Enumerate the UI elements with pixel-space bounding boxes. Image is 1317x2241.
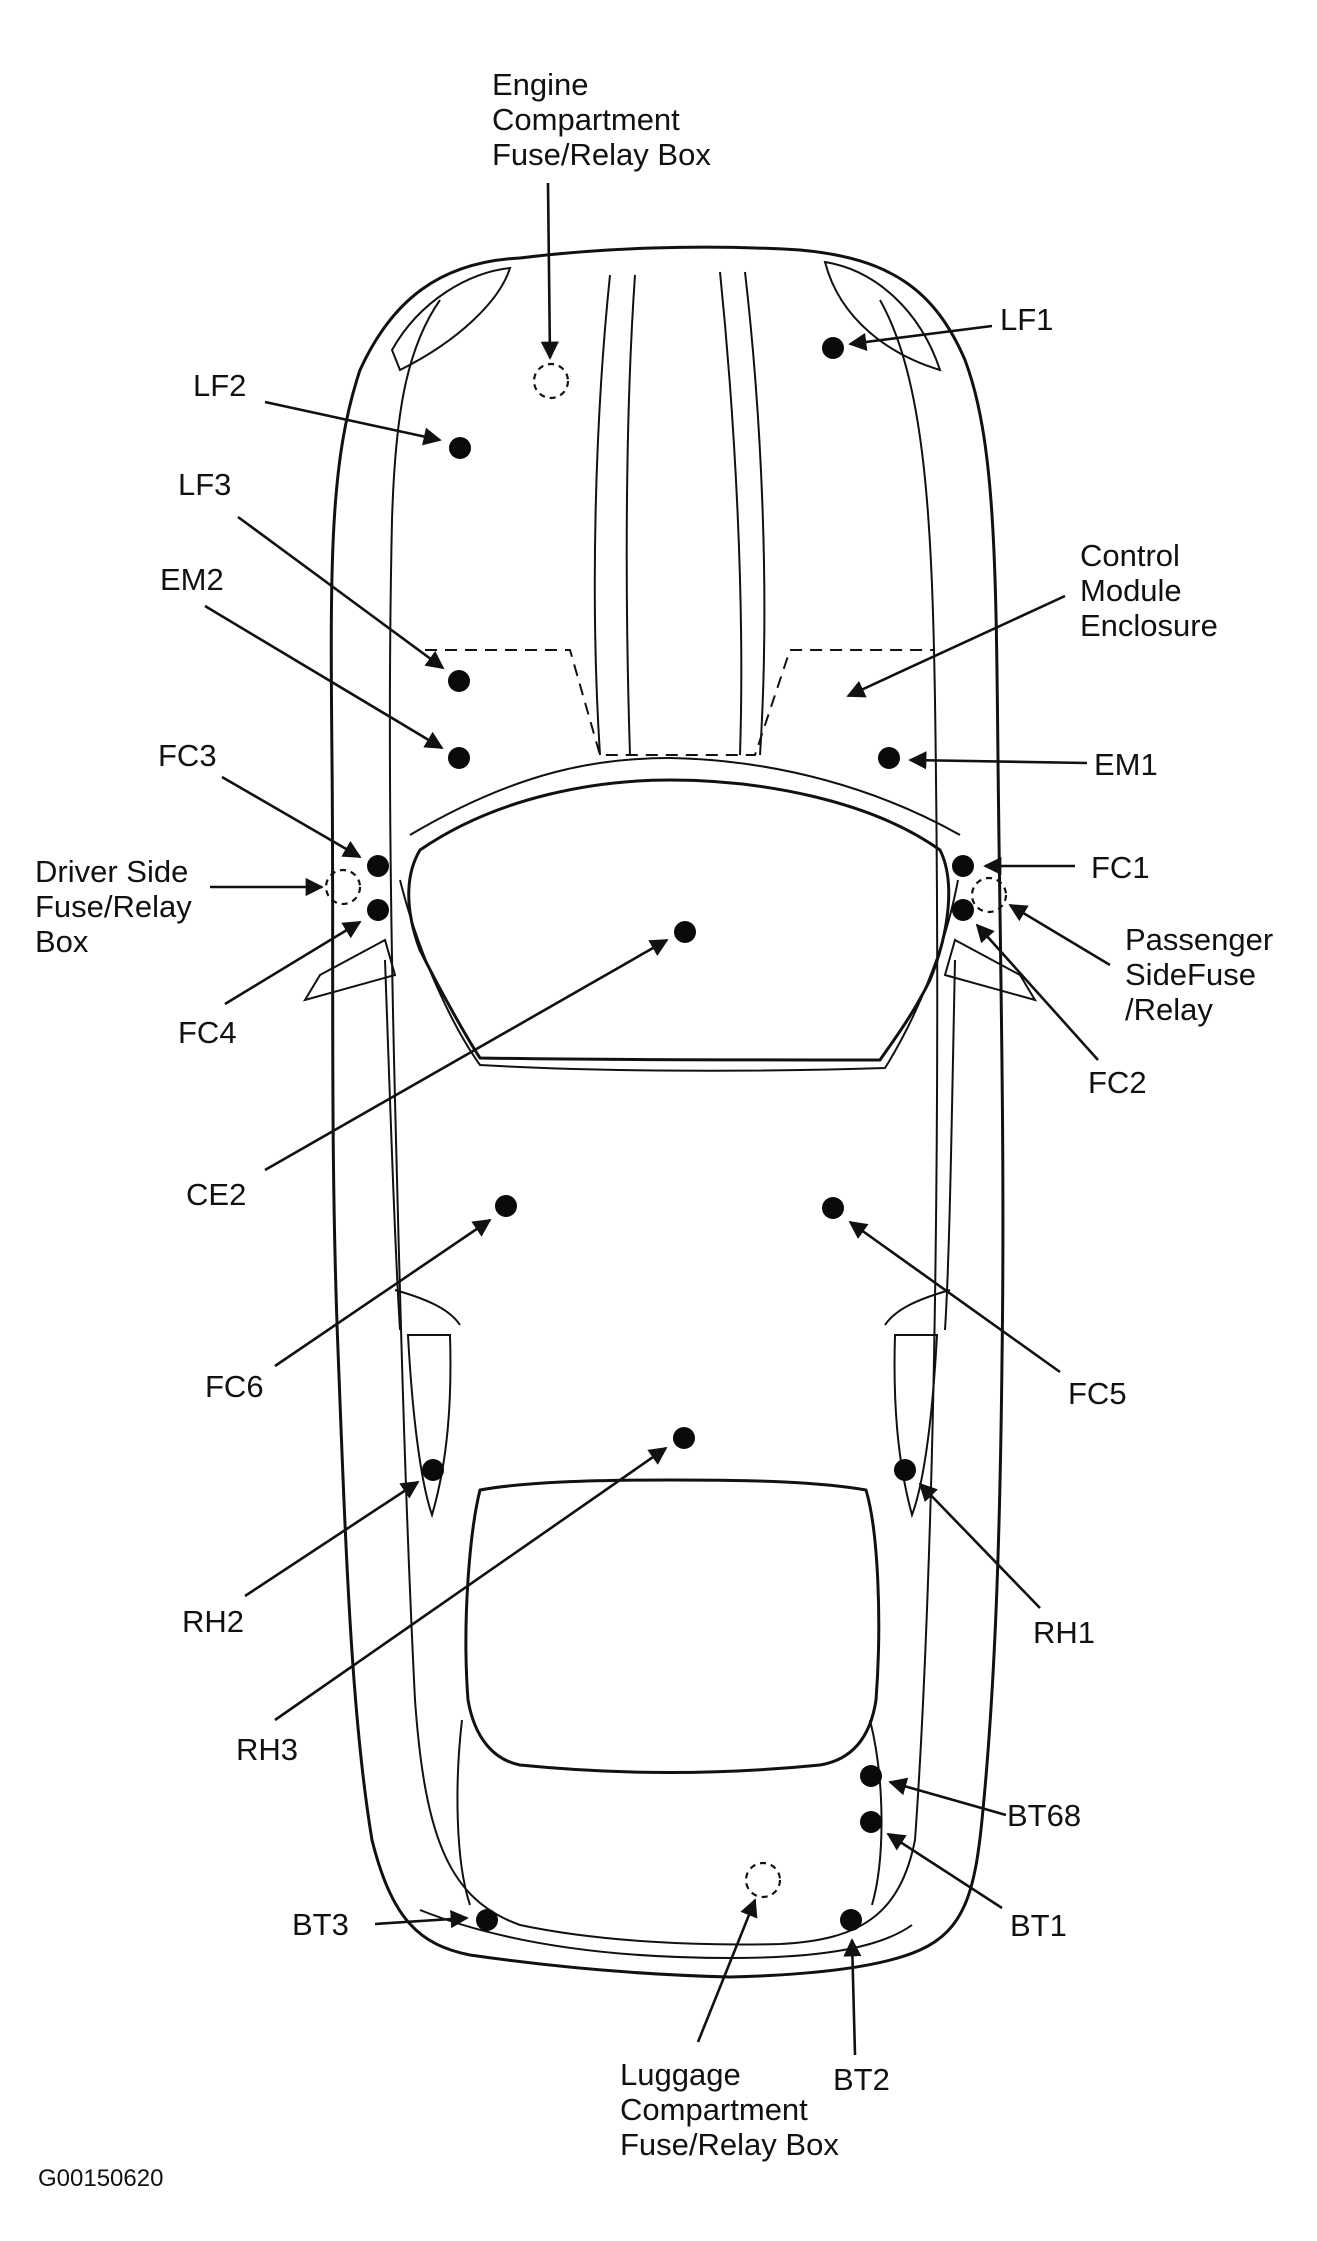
arrow-ce2 bbox=[264, 938, 669, 1172]
label-control-module: Control Module Enclosure bbox=[1080, 538, 1218, 643]
connector-dot-rh2 bbox=[422, 1459, 444, 1481]
passenger-fuse-box-marker bbox=[970, 876, 1008, 914]
arrow-rh2 bbox=[244, 1480, 420, 1598]
engine-fuse-box-marker bbox=[532, 362, 570, 400]
connector-dot-lf1 bbox=[822, 337, 844, 359]
arrow-control-module bbox=[846, 594, 1066, 698]
connector-dot-em1 bbox=[878, 747, 900, 769]
label-bt68: BT68 bbox=[1007, 1798, 1081, 1833]
label-rh3: RH3 bbox=[236, 1732, 298, 1767]
label-driver-fuse-box: Driver Side Fuse/Relay Box bbox=[35, 854, 200, 959]
arrow-lf3 bbox=[237, 515, 445, 670]
label-fc5: FC5 bbox=[1068, 1376, 1127, 1411]
label-fc3: FC3 bbox=[158, 738, 217, 773]
label-rh1: RH1 bbox=[1033, 1615, 1095, 1650]
label-passenger-fuse-box: Passenger SideFuse /Relay bbox=[1125, 922, 1282, 1027]
arrow-bt1 bbox=[886, 1832, 1003, 1910]
label-rh2: RH2 bbox=[182, 1604, 244, 1639]
arrow-bt68 bbox=[888, 1777, 1007, 1817]
arrow-fc5 bbox=[848, 1220, 1061, 1374]
connector-dot-fc1 bbox=[952, 855, 974, 877]
label-bt1: BT1 bbox=[1010, 1908, 1067, 1943]
label-ce2: CE2 bbox=[186, 1177, 246, 1212]
arrow-lf2 bbox=[264, 400, 442, 446]
label-em1: EM1 bbox=[1094, 747, 1158, 782]
connector-dot-rh3 bbox=[673, 1427, 695, 1449]
driver-fuse-box-marker bbox=[324, 868, 362, 906]
connector-dot-fc6 bbox=[495, 1195, 517, 1217]
arrow-luggage-fuse-box bbox=[696, 1898, 758, 2043]
connector-dot-bt2 bbox=[840, 1909, 862, 1931]
connector-dots bbox=[367, 337, 974, 1931]
connector-dot-fc2 bbox=[952, 899, 974, 921]
label-engine-fuse-box: Engine Compartment Fuse/Relay Box bbox=[492, 67, 711, 172]
labels: Engine Compartment Fuse/Relay Box LF1 LF… bbox=[35, 67, 1282, 2192]
label-bt2: BT2 bbox=[833, 2062, 890, 2097]
label-fc1: FC1 bbox=[1091, 850, 1150, 885]
arrow-em2 bbox=[204, 604, 444, 750]
connector-dot-fc3 bbox=[367, 855, 389, 877]
connector-dot-ce2 bbox=[674, 921, 696, 943]
arrow-em1 bbox=[908, 751, 1088, 770]
label-lf2: LF2 bbox=[193, 368, 246, 403]
arrow-bt3 bbox=[374, 1909, 469, 1929]
label-fc4: FC4 bbox=[178, 1015, 237, 1050]
car-outline bbox=[302, 245, 1038, 1979]
luggage-fuse-box-marker bbox=[744, 1861, 782, 1899]
connector-dot-lf3 bbox=[448, 670, 470, 692]
connector-dot-bt68 bbox=[860, 1765, 882, 1787]
connector-dot-fc4 bbox=[367, 899, 389, 921]
arrow-fc6 bbox=[274, 1218, 492, 1368]
label-fc6: FC6 bbox=[205, 1369, 264, 1404]
arrow-passenger-fuse-box bbox=[1008, 903, 1111, 967]
arrow-rh3 bbox=[274, 1446, 668, 1722]
arrow-engine-fuse-box bbox=[540, 182, 559, 360]
arrow-fc4 bbox=[224, 920, 362, 1006]
label-em2: EM2 bbox=[160, 562, 224, 597]
arrow-bt2 bbox=[843, 1938, 862, 2056]
connector-dot-fc5 bbox=[822, 1197, 844, 1219]
connector-dot-lf2 bbox=[449, 437, 471, 459]
fuse-box-markers bbox=[324, 362, 1008, 1899]
label-lf3: LF3 bbox=[178, 467, 231, 502]
arrow-fc3 bbox=[221, 775, 362, 859]
connector-dot-bt3 bbox=[476, 1909, 498, 1931]
connector-dot-em2 bbox=[448, 747, 470, 769]
arrow-rh1 bbox=[918, 1482, 1041, 1609]
label-bt3: BT3 bbox=[292, 1907, 349, 1942]
connector-dot-bt1 bbox=[860, 1811, 882, 1833]
label-fc2: FC2 bbox=[1088, 1065, 1147, 1100]
arrow-fc2 bbox=[975, 923, 1099, 1061]
label-lf1: LF1 bbox=[1000, 302, 1053, 337]
arrow-lf1 bbox=[848, 324, 993, 351]
connector-dot-rh1 bbox=[894, 1459, 916, 1481]
label-luggage-fuse-box: Luggage Compartment Fuse/Relay Box bbox=[620, 2057, 839, 2162]
figure-id: G00150620 bbox=[38, 2165, 163, 2192]
leader-arrows bbox=[204, 182, 1111, 2056]
